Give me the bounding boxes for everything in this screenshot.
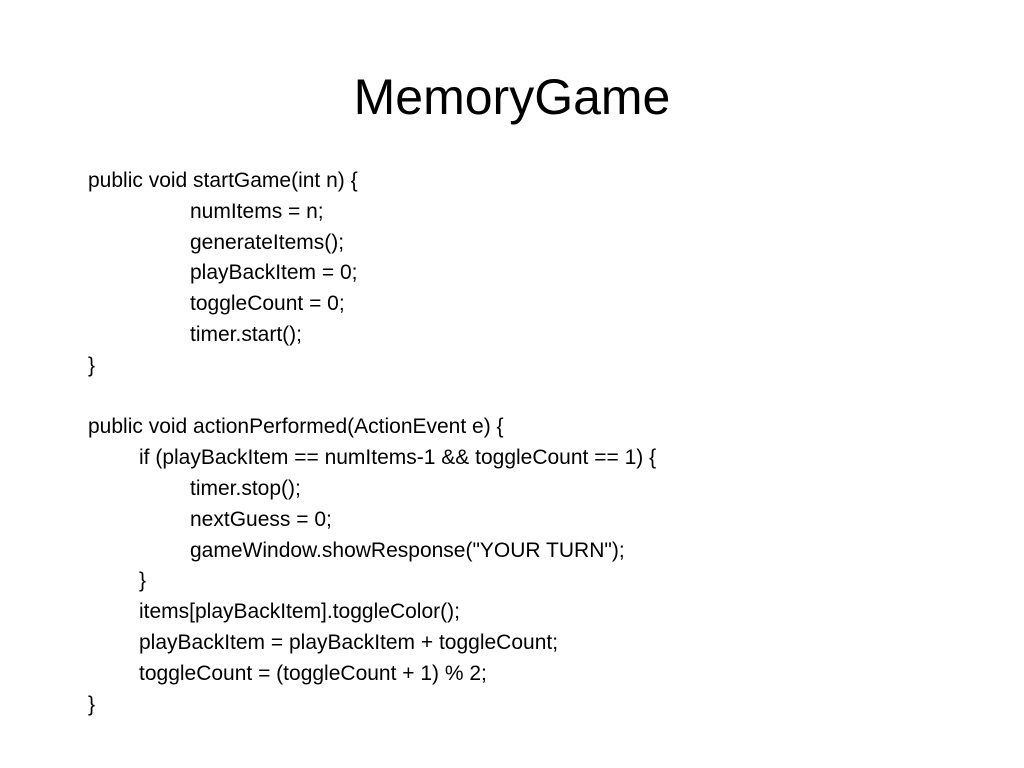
code-block: public void startGame(int n) { numItems =…	[88, 166, 988, 720]
code-line: gameWindow.showResponse("YOUR TURN");	[190, 538, 625, 562]
code-line: public void actionPerformed(ActionEvent …	[88, 415, 504, 439]
slide-title: MemoryGame	[353, 69, 671, 125]
code-line	[88, 382, 988, 413]
code-line: }	[139, 569, 147, 593]
code-line: numItems = n;	[190, 199, 324, 223]
code-line: nextGuess = 0;	[190, 507, 332, 531]
code-line: toggleCount = (toggleCount + 1) % 2;	[139, 661, 487, 685]
code-line: }	[88, 353, 96, 377]
code-line: timer.start();	[190, 322, 303, 346]
code-line: playBackItem = playBackItem + toggleCoun…	[139, 630, 559, 654]
code-line: items[playBackItem].toggleColor();	[139, 600, 460, 624]
code-line: }	[88, 692, 96, 716]
code-line: playBackItem = 0;	[190, 261, 358, 285]
code-line: public void startGame(int n) {	[88, 169, 358, 192]
code-line: toggleCount = 0;	[190, 292, 345, 316]
code-line: generateItems();	[190, 230, 345, 254]
code-line: timer.stop();	[190, 476, 301, 500]
code-line: if (playBackItem == numItems-1 && toggle…	[139, 446, 657, 470]
